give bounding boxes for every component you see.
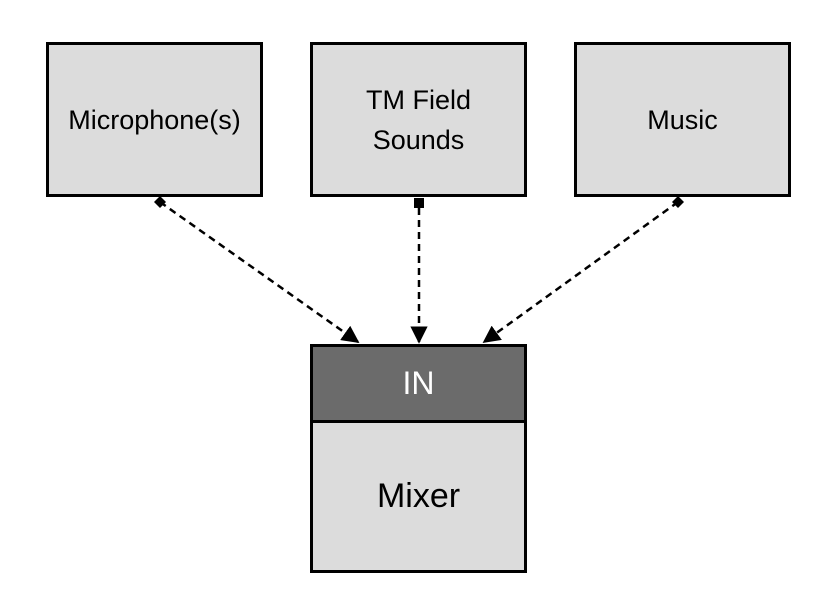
connector-start-diamond — [154, 196, 166, 208]
connector-tm-to-mixer — [410, 198, 428, 344]
mixer-label: Mixer — [376, 477, 461, 515]
connector-music-to-mixer — [482, 196, 684, 344]
microphones-box: Microphone(s) — [46, 42, 263, 197]
mixer-box: IN Mixer — [310, 344, 527, 573]
connector-start-square — [414, 198, 424, 208]
mixer-input-header: IN — [313, 347, 524, 423]
mixer-input-label: IN — [402, 365, 435, 401]
connector-start-diamond — [672, 196, 684, 208]
music-label: Music — [647, 104, 718, 135]
connector-mic-to-mixer — [154, 196, 360, 344]
tm-field-sounds-label-line-1: TM Field — [365, 84, 471, 115]
microphones-label: Microphone(s) — [68, 104, 241, 135]
mixer-body: Mixer — [313, 423, 524, 570]
tm-field-sounds-box: TM Field Sounds — [310, 42, 527, 197]
music-box: Music — [574, 42, 791, 197]
tm-field-sounds-label-line-2: Sounds — [372, 124, 465, 155]
